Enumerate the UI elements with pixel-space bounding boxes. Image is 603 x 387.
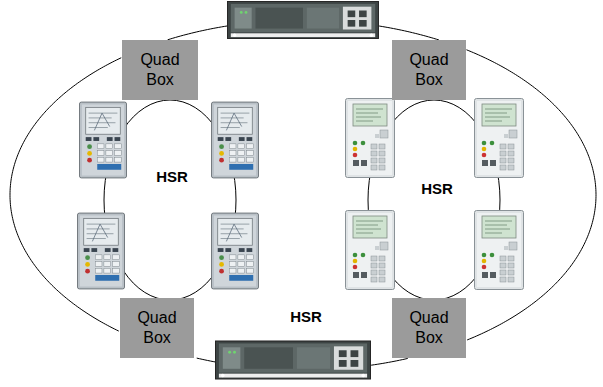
relay-device [346, 211, 395, 290]
relay-device [211, 213, 258, 289]
rack-device [227, 1, 378, 38]
relay-device [475, 211, 524, 290]
quad-box: Quad Box [122, 40, 198, 100]
box-label: Quad Box [396, 308, 462, 348]
box-label: Quad Box [396, 50, 462, 90]
relay-device [77, 213, 124, 289]
box-label: Quad Box [124, 308, 190, 348]
quad-box: Quad Box [392, 298, 466, 358]
quad-box: Quad Box [392, 40, 466, 100]
ring-label: HSR [421, 180, 453, 197]
rack-device [215, 341, 370, 379]
relay-device [346, 99, 395, 178]
ring-connector [466, 50, 596, 340]
relay-device [79, 102, 126, 178]
ring-label: HSR [156, 168, 188, 185]
ring-label: HSR [290, 308, 322, 325]
quad-box: Quad Box [120, 298, 194, 358]
box-label: Quad Box [126, 50, 194, 90]
relay-device [211, 102, 258, 178]
relay-device [475, 99, 524, 178]
